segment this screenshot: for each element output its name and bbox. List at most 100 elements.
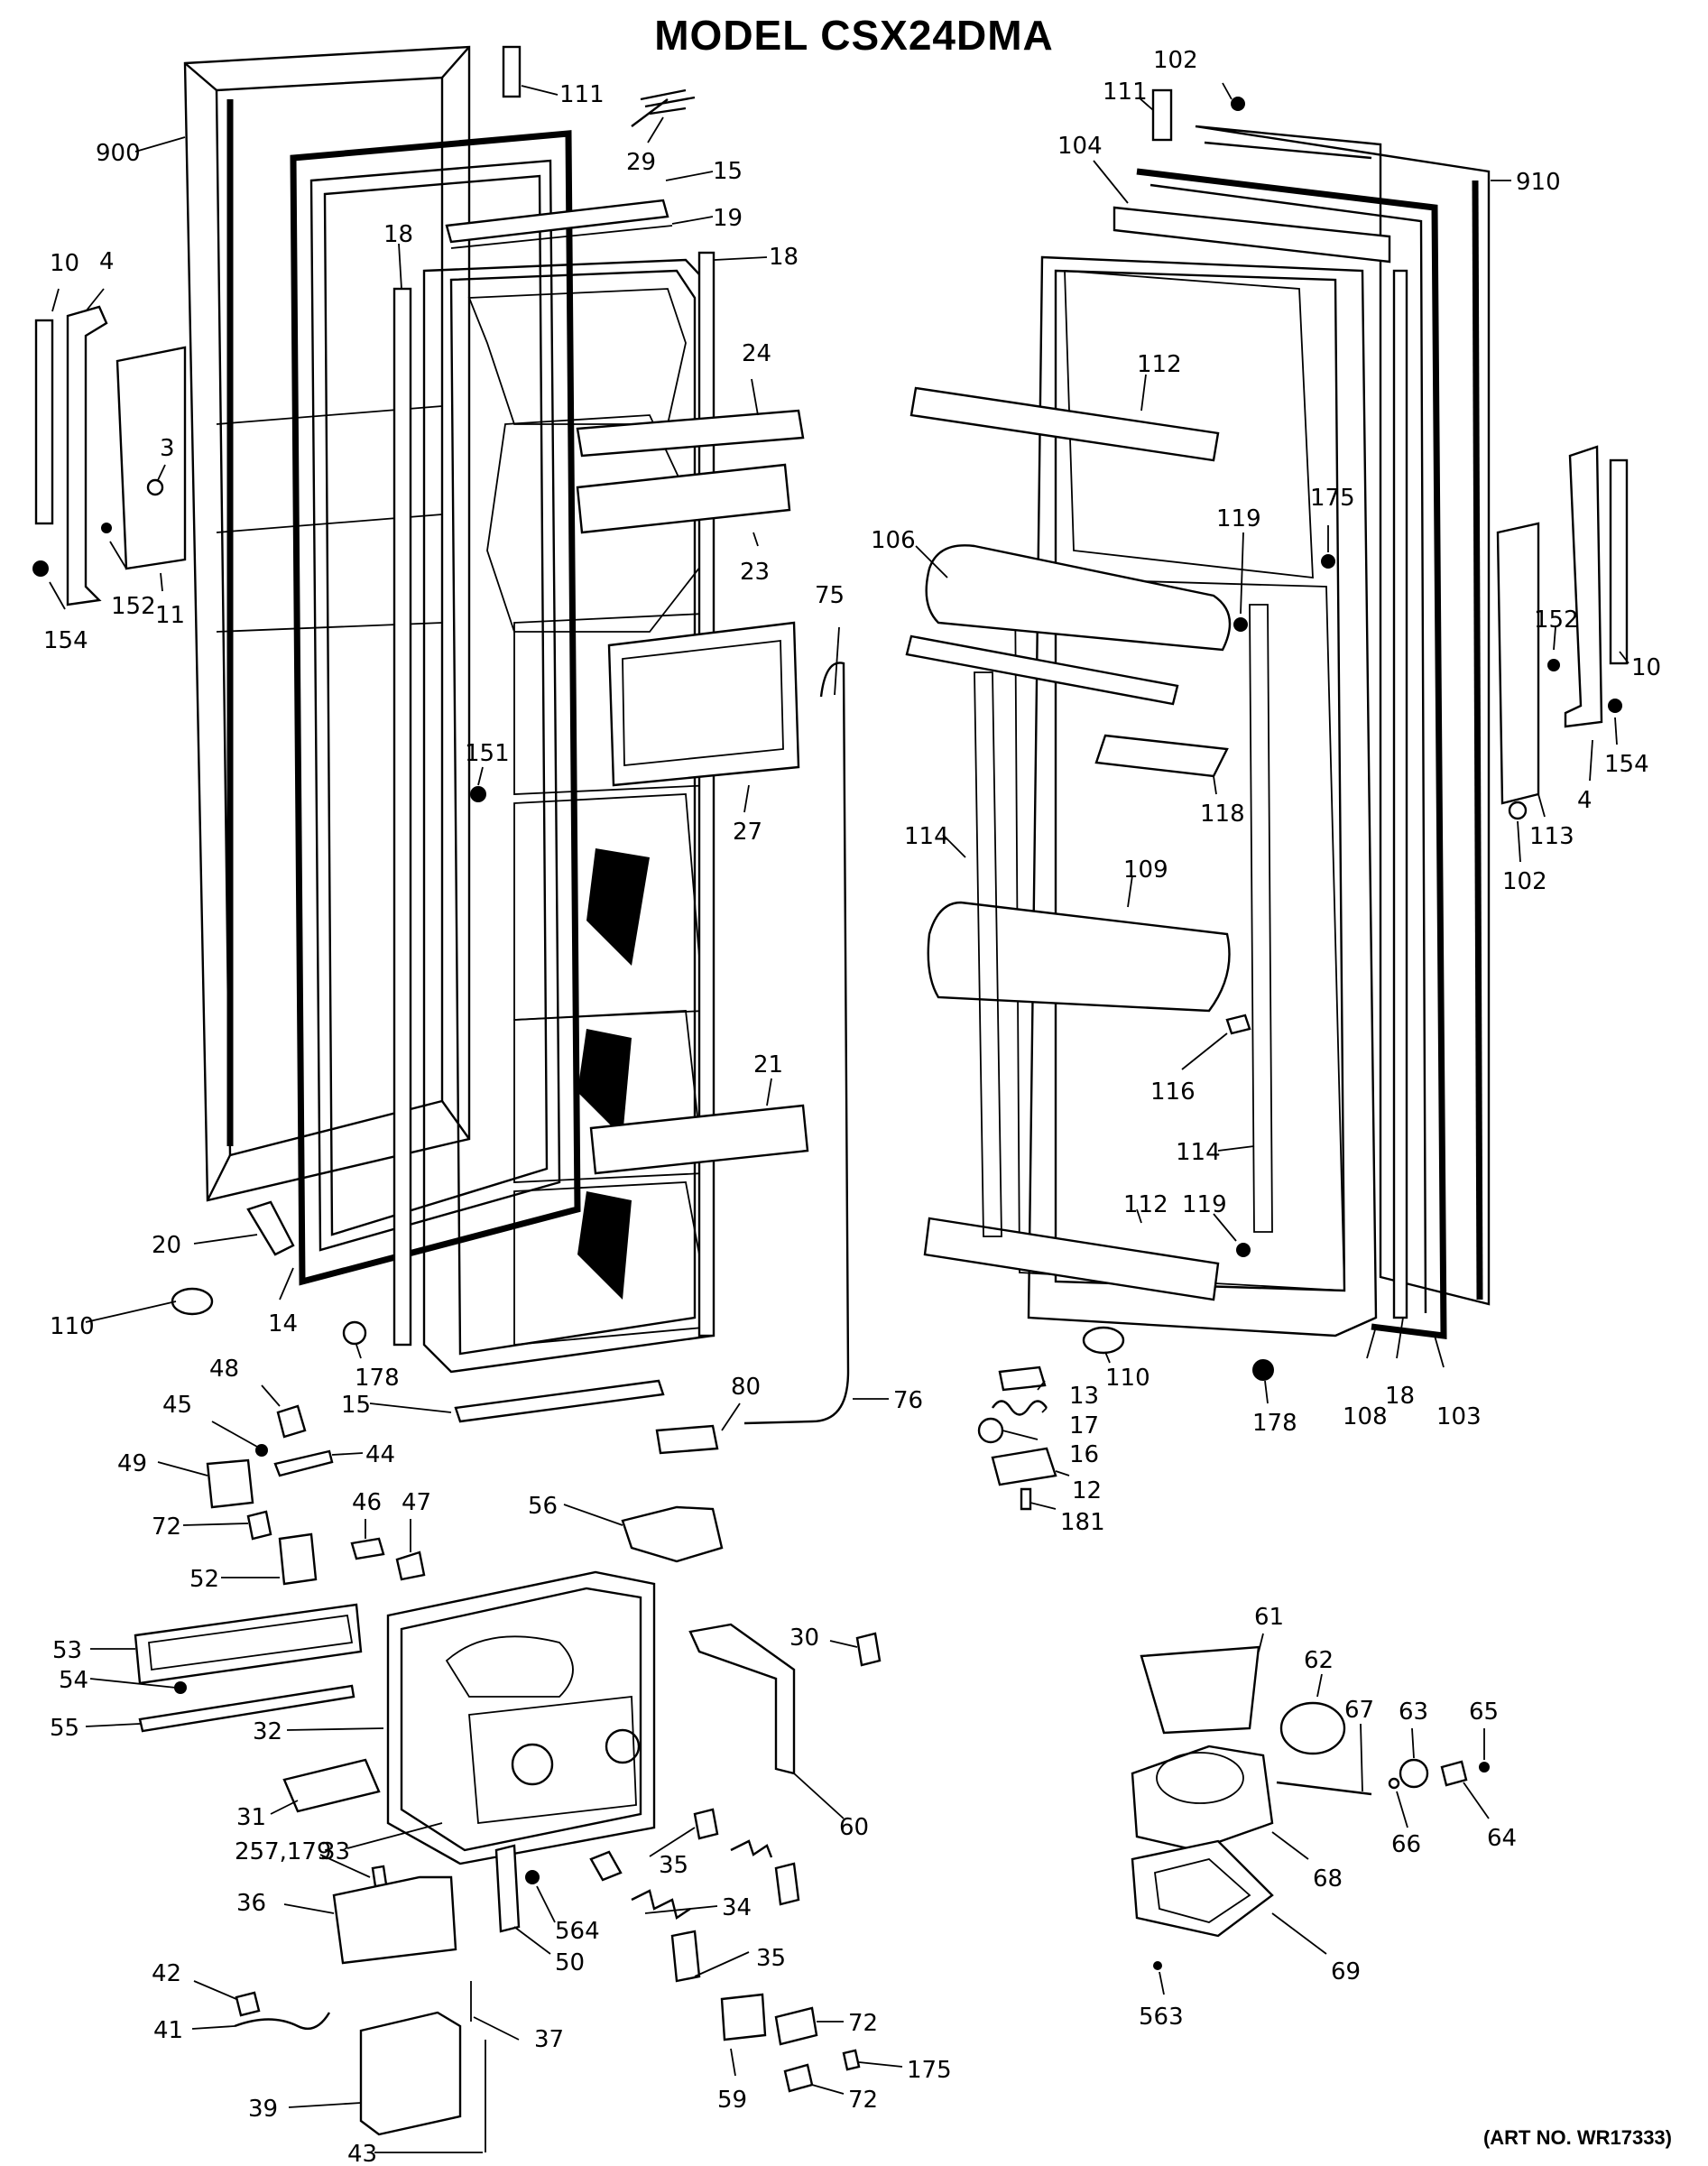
trim-15-bottom xyxy=(454,1379,665,1423)
plate-59 xyxy=(720,1993,767,2041)
screw-563 xyxy=(1153,1961,1162,1970)
hinge-cover-10-right xyxy=(1609,458,1629,665)
label-103: 103 xyxy=(1436,1403,1482,1430)
label-19: 19 xyxy=(713,205,743,232)
leader-lines xyxy=(49,82,1630,2153)
label-41: 41 xyxy=(153,2017,183,2044)
label-60: 60 xyxy=(839,1814,869,1841)
label-67: 67 xyxy=(1344,1697,1374,1724)
screw-152-right xyxy=(1547,659,1560,671)
spring-34-top xyxy=(730,1839,773,1858)
label-76: 76 xyxy=(893,1387,923,1414)
grille-31 xyxy=(282,1758,381,1813)
freezer-door-gasket-14 xyxy=(290,130,581,1286)
label-15-bottom: 15 xyxy=(341,1392,371,1419)
rod-35-right xyxy=(774,1862,800,1906)
screw-564 xyxy=(525,1870,540,1884)
label-112-top: 112 xyxy=(1137,351,1182,378)
solenoid-56 xyxy=(621,1505,724,1563)
label-4-left: 4 xyxy=(99,248,115,275)
screw-152-left xyxy=(101,523,112,533)
bin-106 xyxy=(925,544,1232,652)
label-49: 49 xyxy=(117,1450,147,1477)
trim-104 xyxy=(1113,206,1391,264)
label-181: 181 xyxy=(1060,1509,1105,1536)
label-152-right: 152 xyxy=(1534,606,1579,634)
rod-35-bottom xyxy=(670,1930,701,1983)
hinge-plate-113 xyxy=(1496,522,1540,805)
housing-69 xyxy=(1131,1839,1274,1938)
label-31: 31 xyxy=(236,1804,266,1831)
label-33: 33 xyxy=(320,1838,350,1865)
shelf-106-base xyxy=(905,634,1179,706)
stud-119-bottom xyxy=(1236,1243,1251,1257)
switch-52 xyxy=(278,1532,318,1586)
trim-15-top xyxy=(445,199,669,244)
label-56: 56 xyxy=(528,1493,558,1520)
screw-102-top xyxy=(1231,97,1245,111)
label-18-left: 18 xyxy=(383,221,413,248)
label-48: 48 xyxy=(209,1356,239,1383)
shaft-64 xyxy=(1440,1760,1468,1787)
label-110-right: 110 xyxy=(1105,1365,1150,1392)
label-178-left: 178 xyxy=(355,1365,400,1392)
fresh-food-door-gasket-103 xyxy=(1136,168,1447,1339)
switch-72-right-bottom xyxy=(783,2063,814,2093)
label-72-right-bottom: 72 xyxy=(848,2087,878,2114)
label-55: 55 xyxy=(50,1715,79,1742)
label-900: 900 xyxy=(96,140,141,167)
label-10-right: 10 xyxy=(1631,654,1661,681)
label-43: 43 xyxy=(347,2141,377,2166)
label-564: 564 xyxy=(555,1918,600,1945)
label-10-left: 10 xyxy=(50,250,79,277)
plate-13 xyxy=(998,1365,1047,1392)
label-23: 23 xyxy=(740,559,770,586)
label-30: 30 xyxy=(789,1624,819,1652)
cap-110-left xyxy=(171,1287,214,1316)
freezer-door-liner xyxy=(422,258,715,1374)
shelf-rail-112-bottom xyxy=(923,1217,1220,1301)
label-13: 13 xyxy=(1069,1383,1099,1410)
freezer-door-outer-panel-900 xyxy=(183,45,471,1202)
label-64: 64 xyxy=(1487,1825,1517,1852)
label-54: 54 xyxy=(59,1667,88,1694)
label-152-left: 152 xyxy=(111,593,156,620)
label-18-center: 18 xyxy=(769,244,799,271)
label-112-bottom: 112 xyxy=(1123,1191,1168,1218)
label-59: 59 xyxy=(717,2087,747,2114)
label-35-bottom: 35 xyxy=(756,1945,786,1972)
shelf-rail-21 xyxy=(589,1104,809,1175)
label-104: 104 xyxy=(1057,133,1103,160)
label-154-right: 154 xyxy=(1604,751,1649,778)
label-151: 151 xyxy=(465,740,510,767)
label-563: 563 xyxy=(1139,2004,1184,2031)
label-16: 16 xyxy=(1069,1441,1099,1468)
label-63: 63 xyxy=(1399,1699,1428,1726)
shelf-support-114-right xyxy=(1249,604,1273,1233)
hinge-4-right xyxy=(1564,445,1603,728)
spring-34-bottom xyxy=(631,1889,691,1920)
actuator-48 xyxy=(276,1404,307,1439)
bumper-178-left xyxy=(342,1320,367,1346)
label-50: 50 xyxy=(555,1949,585,1976)
cap-111-left xyxy=(502,45,522,98)
part-number-labels: 900 111 29 15 19 18 18 10 4 3 152 11 154… xyxy=(43,47,1661,2166)
label-75: 75 xyxy=(815,582,845,609)
label-257-179: 257,179 xyxy=(235,1838,332,1865)
screw-154-left xyxy=(32,560,49,577)
nut-65 xyxy=(1479,1762,1490,1773)
label-12: 12 xyxy=(1072,1477,1102,1504)
label-72-left: 72 xyxy=(152,1513,181,1541)
stud-119-top xyxy=(1233,617,1248,632)
screw-181 xyxy=(1020,1487,1032,1511)
label-113: 113 xyxy=(1529,823,1574,850)
label-119-top: 119 xyxy=(1216,505,1261,532)
wire-clip-29 xyxy=(631,88,696,127)
gasket-strip-18-center xyxy=(697,251,716,1338)
label-15-top: 15 xyxy=(713,158,743,185)
hinge-cover-10-left xyxy=(34,319,54,525)
switch-72-right-top xyxy=(774,2006,818,2046)
housing-68 xyxy=(1131,1745,1274,1852)
label-32: 32 xyxy=(253,1718,282,1745)
label-4-right: 4 xyxy=(1577,787,1593,814)
